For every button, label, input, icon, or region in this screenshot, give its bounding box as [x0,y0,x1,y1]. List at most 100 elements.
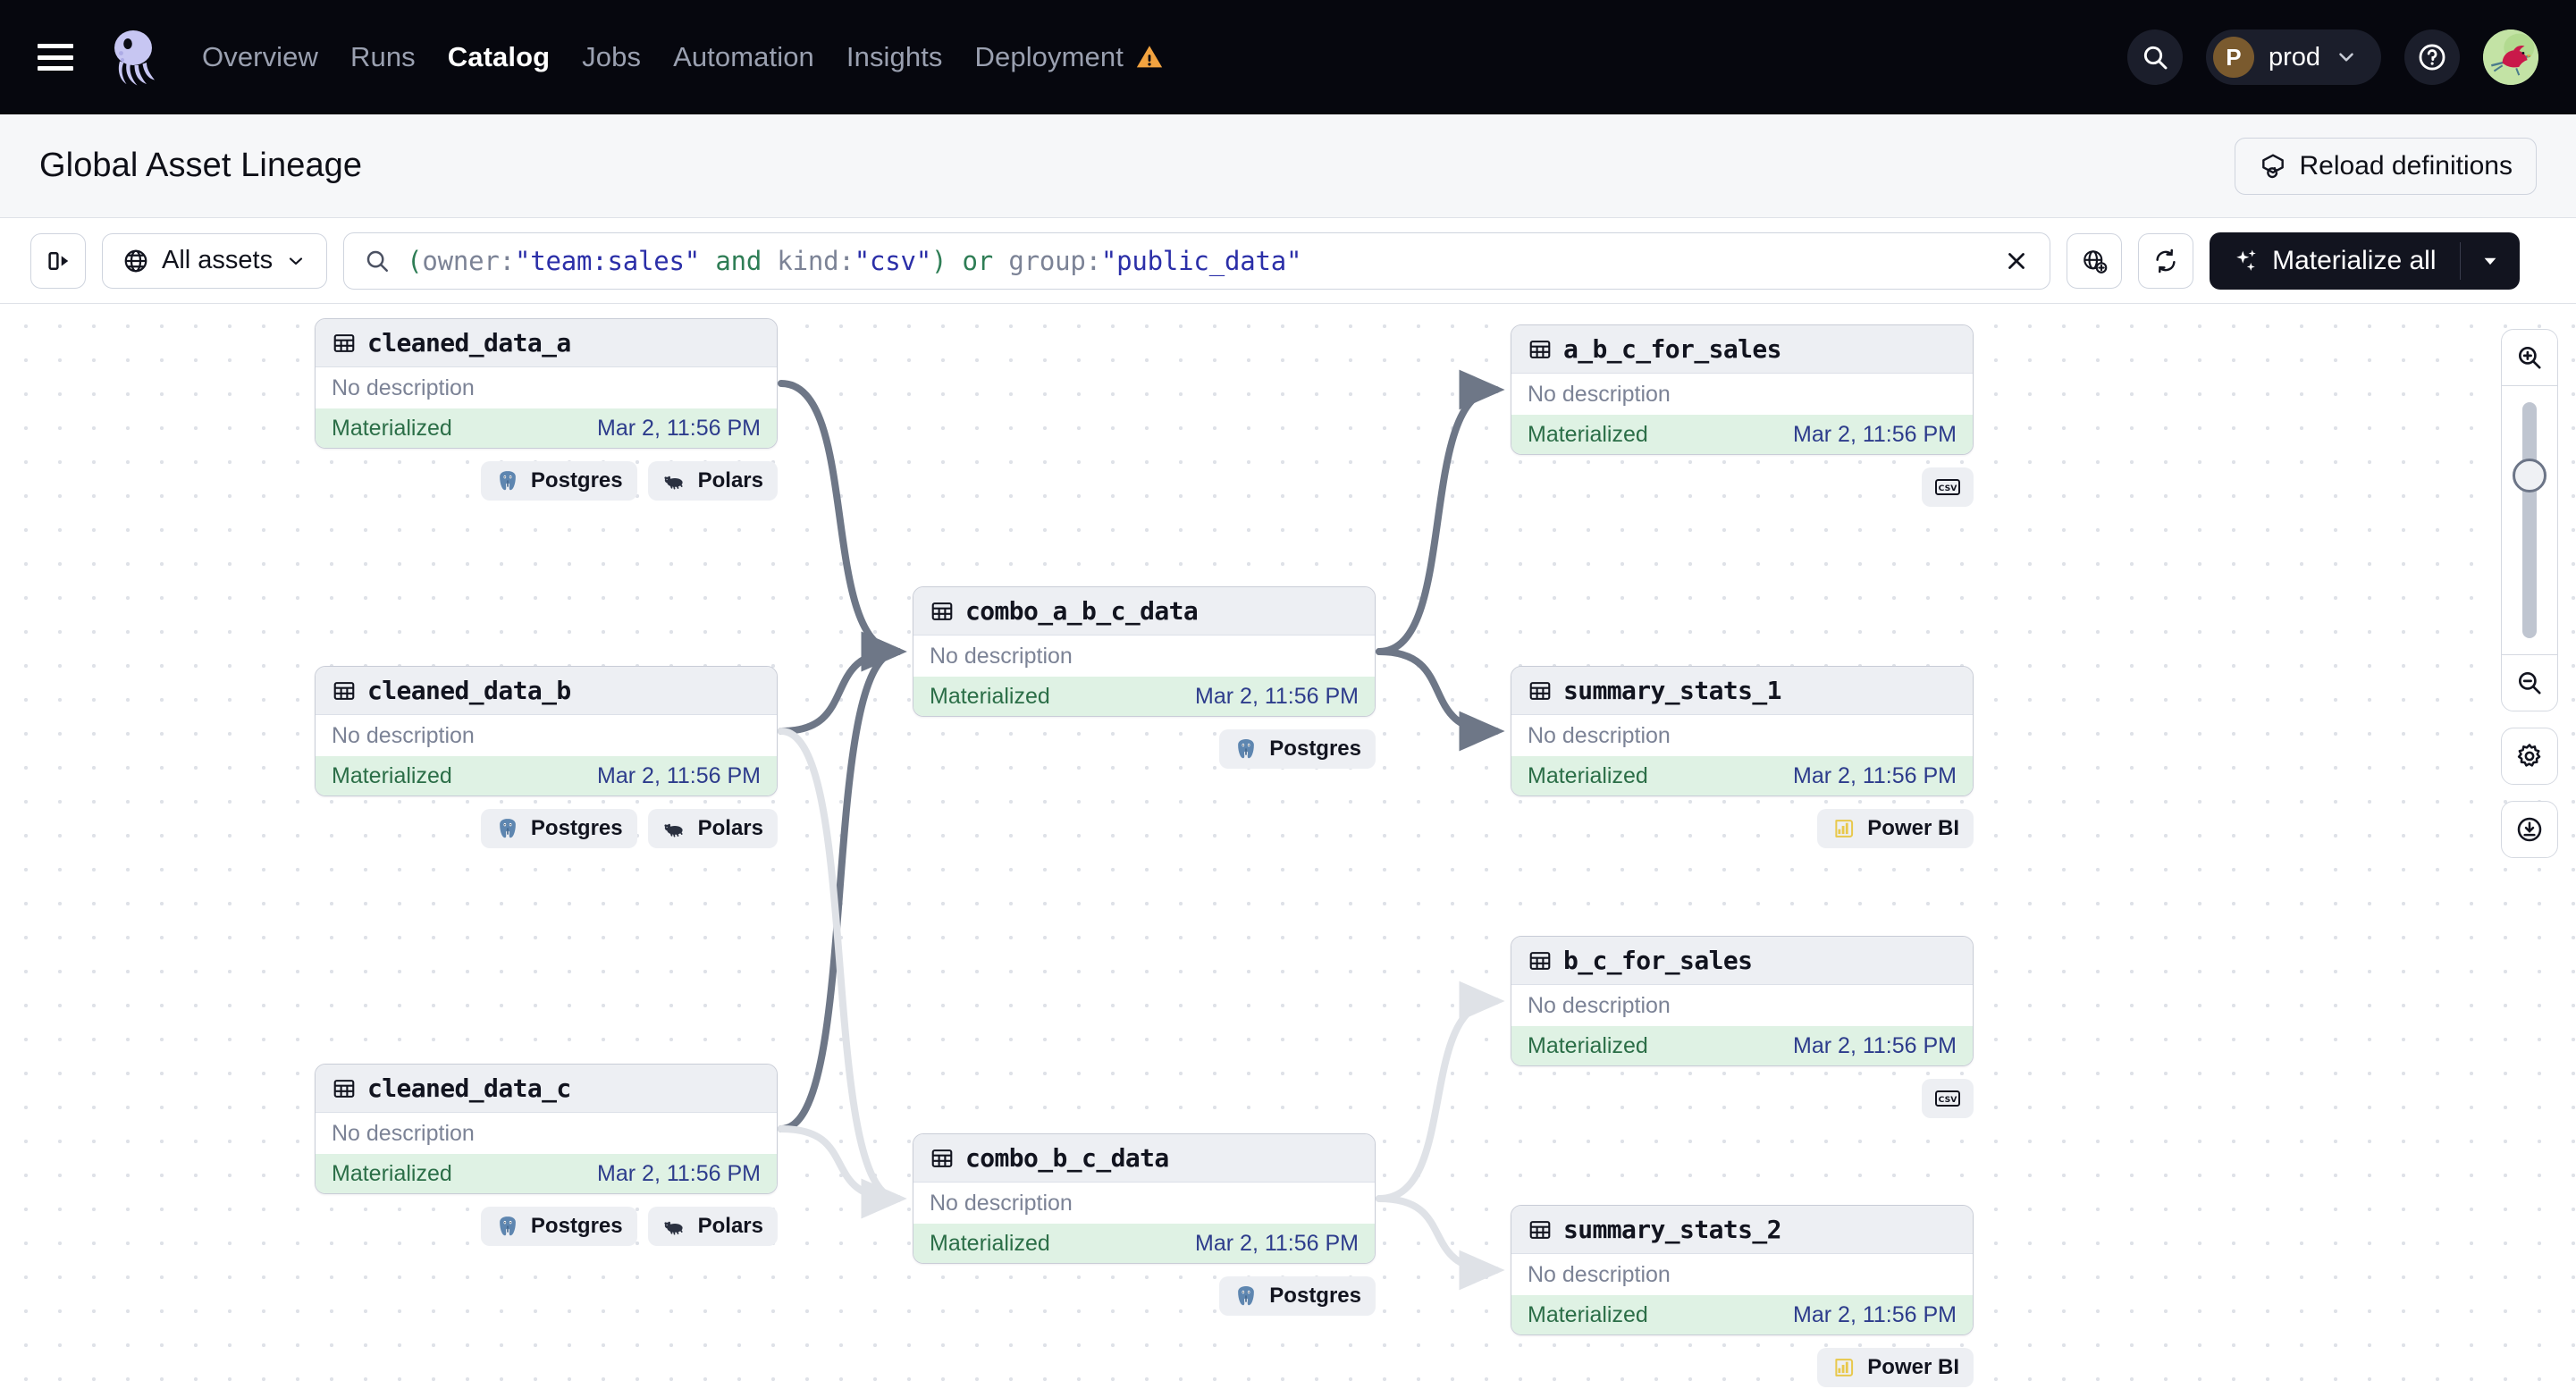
asset-node-description: No description [1528,1261,1671,1287]
asset-node-timestamp: Mar 2, 11:56 PM [597,762,761,788]
kind-tag-power-bi[interactable]: Power BI [1817,809,1974,848]
kind-tag-postgres[interactable]: Postgres [480,1207,637,1246]
asset-node-header[interactable]: summary_stats_2 [1511,1206,1973,1254]
warning-triangle-icon [1134,42,1165,72]
search-input[interactable]: (owner:"team:sales" and kind:"csv") or g… [343,232,2051,290]
panel-expand-icon[interactable] [30,232,86,289]
nav-link-deployment[interactable]: Deployment [975,41,1165,73]
nav-link-automation[interactable]: Automation [673,41,814,72]
reload-definitions-button[interactable]: Reload definitions [2234,137,2537,195]
postgres-icon [495,468,520,493]
zoom-slider-group [2501,329,2558,711]
kind-tag-postgres[interactable]: Postgres [1219,729,1376,769]
asset-node-header[interactable]: b_c_for_sales [1511,937,1973,985]
kind-tag-label: Postgres [530,1214,623,1238]
caret-down-icon[interactable] [2461,251,2520,271]
kind-tag-polars[interactable]: Polars [647,461,778,501]
query-token: ) [931,245,947,276]
kind-tag-label: Postgres [530,468,623,492]
kind-tag-postgres[interactable]: Postgres [1219,1276,1376,1316]
deployment-switcher[interactable]: P prod [2205,29,2381,85]
asset-node-combo_b_c_data[interactable]: combo_b_c_data No description Materializ… [913,1133,1376,1264]
zoom-slider-thumb[interactable] [2513,459,2547,493]
lineage-canvas[interactable]: cleaned_data_a No description Materializ… [0,304,2576,1389]
asset-node-tags: Postgres [913,729,1376,769]
search-icon[interactable] [2126,29,2183,85]
nav-link-jobs[interactable]: Jobs [582,41,642,72]
zoom-out-icon[interactable] [2501,655,2558,711]
kind-tag-label: Power BI [1867,816,1959,840]
asset-node-header[interactable]: cleaned_data_b [316,667,777,715]
lineage-edge-combo_b_c_data-to-b_c_for_sales [1376,981,1505,1202]
zoom-slider[interactable] [2501,386,2558,654]
search-icon [364,248,391,274]
refresh-icon[interactable] [2138,232,2194,289]
asset-node-a_b_c_for_sales[interactable]: a_b_c_for_sales No description Materiali… [1511,324,1974,455]
asset-node-summary_stats_2[interactable]: summary_stats_2 No description Materiali… [1511,1205,1974,1335]
kind-tag-postgres[interactable]: Postgres [480,461,637,501]
table-icon [930,599,955,624]
kind-tag-csv[interactable]: CSV [1922,467,1974,507]
nav-link-overview[interactable]: Overview [202,41,318,72]
query-token: ( [407,245,423,276]
postgres-icon [495,1214,520,1239]
query-token: "csv" [854,245,932,276]
asset-scope-selector[interactable]: All assets [102,232,328,289]
globe-plus-icon[interactable] [2067,232,2123,289]
asset-node-timestamp: Mar 2, 11:56 PM [1195,1230,1359,1256]
asset-node-status: Materialized Mar 2, 11:56 PM [1511,1295,1973,1334]
table-icon [1528,1217,1553,1242]
question-circle-icon[interactable] [2404,29,2460,85]
asset-node-header[interactable]: combo_b_c_data [913,1134,1375,1183]
asset-node-description: No description [1528,381,1671,407]
asset-node-cleaned_data_c[interactable]: cleaned_data_c No description Materializ… [315,1064,778,1194]
materialize-all-button[interactable]: Materialize all [2210,232,2520,290]
status-badge: Materialized [1528,762,1648,788]
hamburger-icon[interactable] [38,44,73,71]
kind-tag-polars[interactable]: Polars [647,1207,778,1246]
asset-node-summary_stats_1[interactable]: summary_stats_1 No description Materiali… [1511,666,1974,796]
nav-link-catalog[interactable]: Catalog [447,41,551,72]
svg-text:CSV: CSV [1939,484,1958,493]
kind-tag-csv[interactable]: CSV [1922,1079,1974,1118]
asset-node-description: No description [1528,992,1671,1018]
gear-icon[interactable] [2501,728,2558,785]
asset-node-status: Materialized Mar 2, 11:56 PM [913,677,1375,716]
lineage-edge-combo_a_b_c_data-to-summary_stats_1 [1376,648,1505,752]
reload-definitions-label: Reload definitions [2299,150,2513,181]
asset-node-name: combo_b_c_data [965,1143,1169,1173]
nav-link-runs[interactable]: Runs [350,41,416,72]
asset-node-description: No description [1528,722,1671,748]
asset-node-status: Materialized Mar 2, 11:56 PM [913,1224,1375,1263]
asset-node-combo_a_b_c_data[interactable]: combo_a_b_c_data No description Material… [913,586,1376,717]
postgres-icon [495,816,520,841]
avatar[interactable] [2483,29,2538,85]
zoom-slider-track [2522,402,2537,638]
table-icon [332,678,357,703]
asset-node-cleaned_data_a[interactable]: cleaned_data_a No description Materializ… [315,318,778,449]
sparkle-icon [2233,248,2260,274]
asset-node-cleaned_data_b[interactable]: cleaned_data_b No description Materializ… [315,666,778,796]
asset-node-header[interactable]: a_b_c_for_sales [1511,325,1973,374]
asset-node-tags: CSV [1511,467,1974,507]
materialize-all-main[interactable]: Materialize all [2210,246,2459,276]
download-fit-icon[interactable] [2501,801,2558,858]
nav-link-insights[interactable]: Insights [846,41,943,72]
asset-node-b_c_for_sales[interactable]: b_c_for_sales No description Materialize… [1511,936,1974,1066]
polars-icon [662,1214,687,1239]
status-badge: Materialized [332,762,452,788]
dagster-logo[interactable] [104,25,168,89]
table-icon [332,1076,357,1101]
asset-node-header[interactable]: summary_stats_1 [1511,667,1973,715]
status-badge: Materialized [1528,421,1648,447]
kind-tag-polars[interactable]: Polars [647,809,778,848]
asset-node-name: a_b_c_for_sales [1563,334,1781,364]
asset-node-header[interactable]: combo_a_b_c_data [913,587,1375,636]
kind-tag-postgres[interactable]: Postgres [480,809,637,848]
primary-nav-links: Overview Runs Catalog Jobs Automation In… [202,41,1165,73]
asset-node-header[interactable]: cleaned_data_a [316,319,777,367]
close-icon[interactable] [2003,248,2030,274]
zoom-in-icon[interactable] [2501,330,2558,385]
asset-node-header[interactable]: cleaned_data_c [316,1065,777,1113]
kind-tag-power-bi[interactable]: Power BI [1817,1348,1974,1387]
